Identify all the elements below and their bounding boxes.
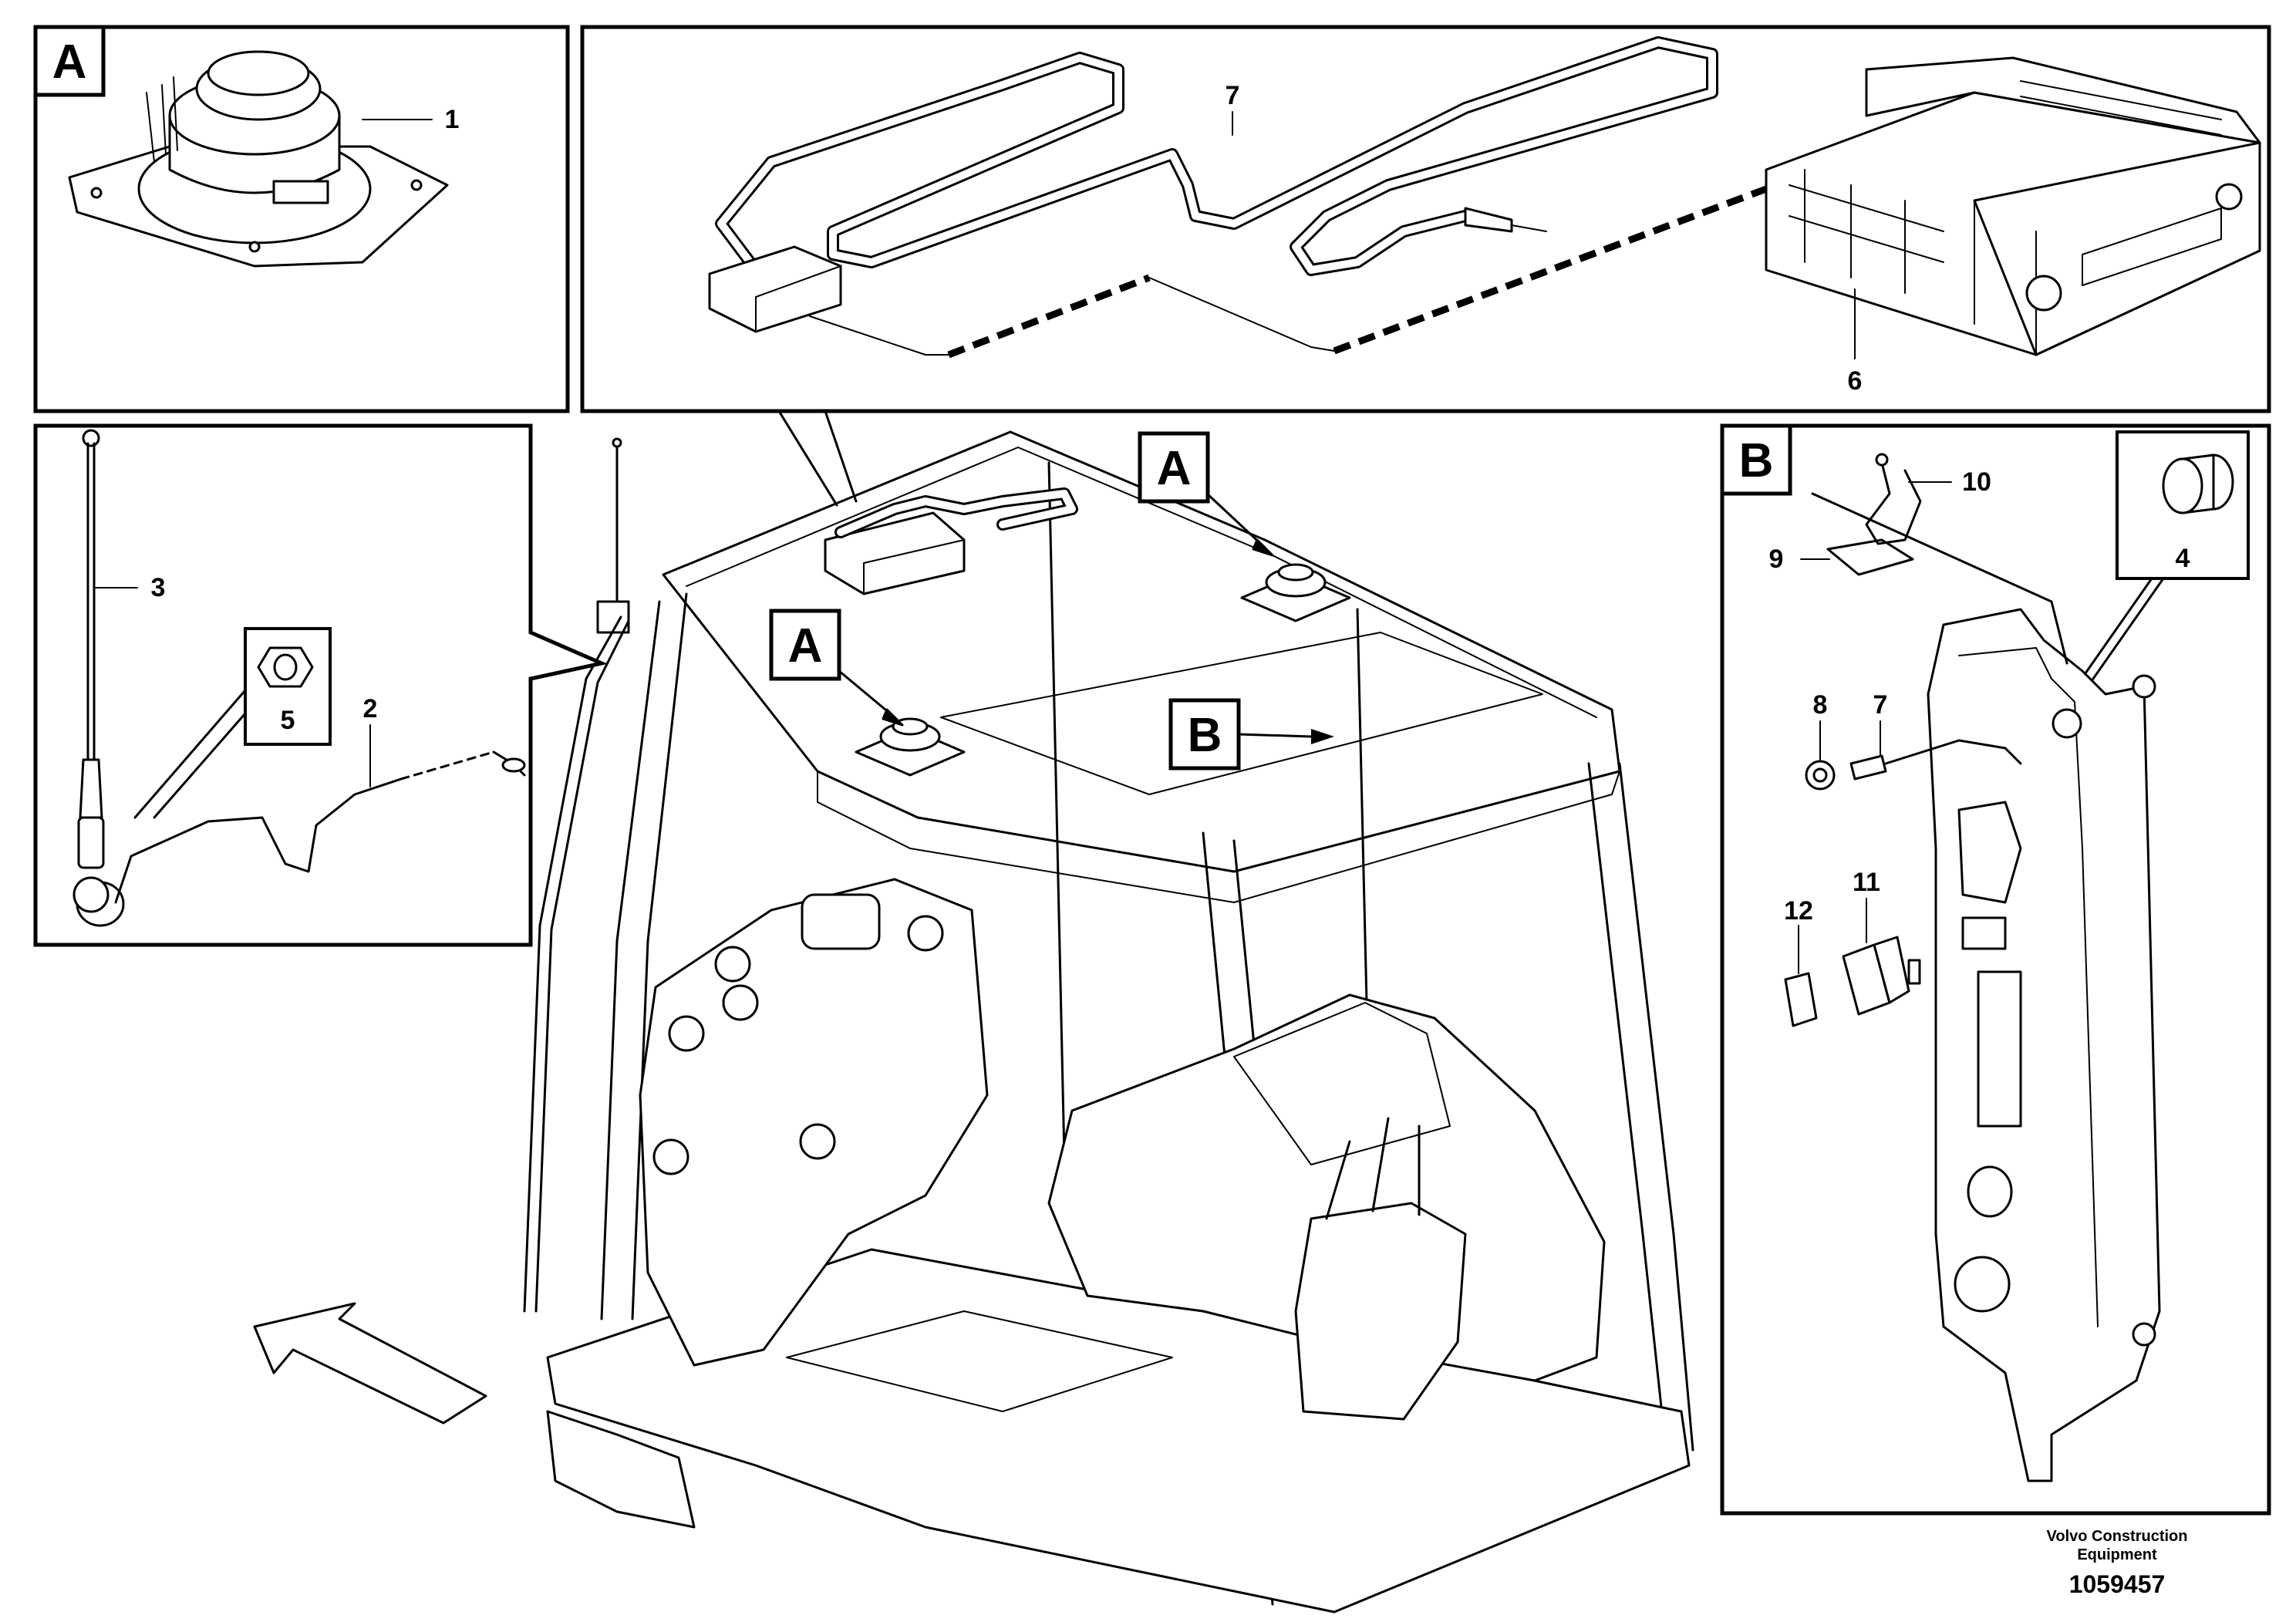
cab-letter-a-left-group: A	[769, 609, 904, 727]
callout-8: 8	[1813, 690, 1828, 720]
panel-antenna-detail: 3 2 5	[33, 423, 609, 947]
panel-bracket-detail: B 4 10	[1720, 423, 2271, 1516]
antenna-cable-part-2	[114, 750, 526, 904]
antenna-cable-part	[715, 36, 1718, 276]
plug-part	[2162, 454, 2234, 514]
footer-block: Volvo Construction Equipment 1059457	[2047, 1528, 2188, 1598]
callout-4: 4	[2176, 544, 2190, 573]
cab-letter-a-right-group: A	[1138, 431, 1274, 557]
cable-tie-part	[1811, 453, 2068, 665]
switch-cover-part	[1784, 972, 1818, 1027]
callout-9: 9	[1769, 545, 1784, 574]
roof-radio	[824, 487, 1078, 595]
grommet-part	[1805, 760, 1836, 791]
radio-unit-part	[1765, 56, 2261, 356]
roof-speaker-left	[855, 717, 966, 777]
panel-letter-a-speaker: A	[52, 35, 87, 89]
roof-speaker-right	[1240, 563, 1351, 622]
panel-letter-b-bracket: B	[1739, 434, 1774, 487]
callout-1: 1	[445, 105, 460, 134]
panel-radio-detail: 7 6	[580, 25, 2271, 413]
drawing-number: 1059457	[2069, 1570, 2166, 1598]
connector-part	[1849, 739, 2022, 781]
speaker-part	[68, 50, 449, 268]
callout-6: 6	[1848, 366, 1863, 396]
antenna-rod-part	[72, 429, 125, 927]
callout-7-bracket: 7	[1873, 690, 1888, 720]
antenna-amplifier-box	[708, 245, 842, 333]
nut-part	[257, 646, 314, 688]
cab-pillar-rear-right	[1587, 762, 1667, 1452]
callout-12: 12	[1784, 896, 1813, 926]
front-direction-arrow	[253, 1302, 487, 1425]
callout-11: 11	[1853, 868, 1880, 897]
callout-7-radio-cable: 7	[1226, 81, 1240, 110]
switch-part	[1842, 936, 1921, 1016]
cab-letter-a-right: A	[1157, 442, 1192, 495]
cab-letter-b-group: B	[1168, 698, 1334, 771]
callout-2: 2	[363, 694, 378, 723]
footer-company-line1: Volvo Construction	[2047, 1528, 2188, 1545]
callout-10: 10	[1962, 467, 1991, 497]
panel-speaker-detail: A 1	[33, 25, 570, 413]
callout-5: 5	[281, 706, 295, 735]
footer-company-line2: Equipment	[2077, 1546, 2157, 1563]
callout-3: 3	[151, 573, 166, 602]
cab-letter-b: B	[1188, 709, 1222, 762]
cab-illustration	[253, 430, 1694, 1614]
pillar-trim-panel	[1927, 608, 2161, 1482]
right-console	[1047, 993, 1606, 1382]
cab-letter-a-left: A	[788, 619, 823, 673]
cab-pillar-front-left	[600, 600, 661, 1320]
